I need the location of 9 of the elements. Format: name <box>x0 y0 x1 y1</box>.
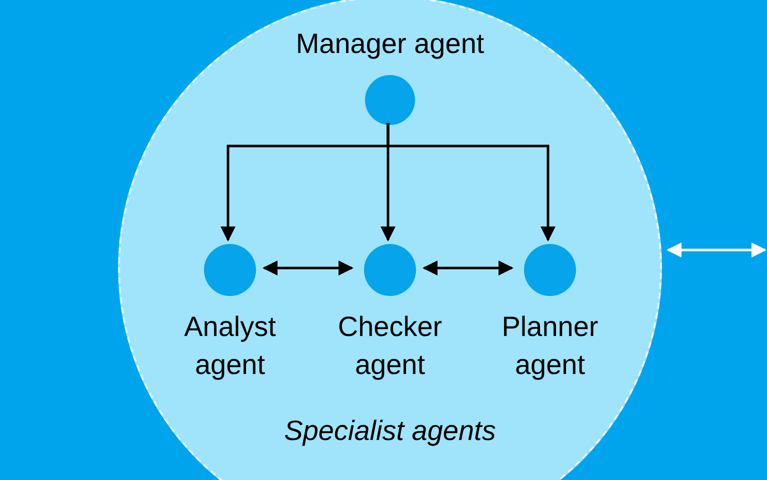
double-arrow <box>262 260 354 276</box>
double-arrow <box>422 260 514 276</box>
agent-label: Analyst agent <box>183 310 277 382</box>
agent-label: Checker agent <box>336 310 444 382</box>
group-label: Specialist agents <box>284 414 496 448</box>
agent-label: Manager agent <box>296 27 484 61</box>
agent-label: Planner agent <box>500 310 600 382</box>
arrow <box>386 123 556 242</box>
double-arrow <box>666 242 766 258</box>
